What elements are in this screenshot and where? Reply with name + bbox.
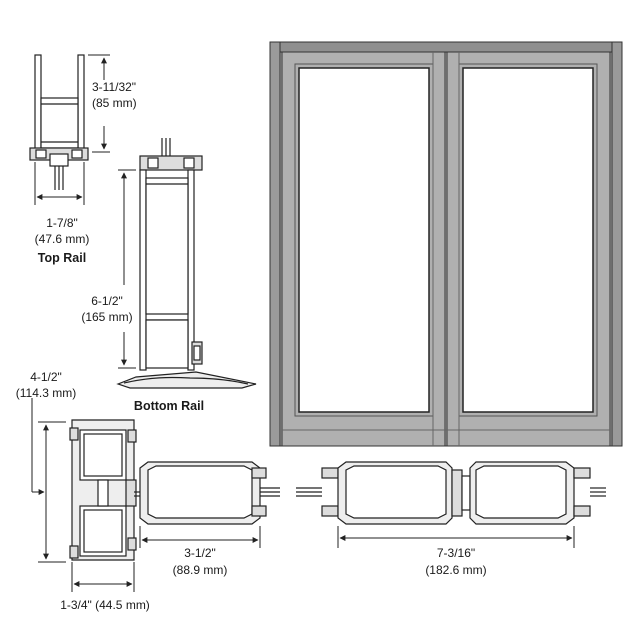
- left-glass-panel: [298, 67, 430, 413]
- stile-height-dimension: [31, 398, 66, 563]
- stile-width-dimension: [139, 526, 261, 548]
- stile-depth-label: 1-3/4" (44.5 mm): [60, 598, 150, 612]
- meeting-stiles-width-dimension: [337, 526, 575, 548]
- stile-height-in: 4-1/2": [30, 370, 62, 384]
- top-rail-section: [29, 54, 89, 190]
- meeting-stiles-width-mm: (182.6 mm): [425, 563, 487, 577]
- top-rail-height-mm: (85 mm): [92, 96, 137, 110]
- bottom-rail-caption: Bottom Rail: [133, 399, 205, 413]
- bottom-rail-height-in: 6-1/2": [91, 294, 123, 308]
- stile-height-mm: (114.3 mm): [15, 386, 77, 400]
- bottom-rail-height-mm: (165 mm): [81, 310, 133, 324]
- top-rail-width-dimension: [34, 162, 85, 205]
- double-door-elevation: [269, 41, 623, 447]
- stile-width-in: 3-1/2": [184, 546, 216, 560]
- stile-depth-dimension: [71, 562, 135, 592]
- top-rail-width-in: 1-7/8": [46, 216, 78, 230]
- bottom-rail-section: [116, 138, 257, 389]
- bottom-rail-height-dimension: [118, 169, 136, 369]
- stile-section: [69, 419, 280, 561]
- stile-width-mm: (88.9 mm): [172, 563, 228, 577]
- top-rail-height-in: 3-11/32": [92, 80, 137, 94]
- top-rail-width-mm: (47.6 mm): [34, 232, 90, 246]
- top-rail-height-dimension: [88, 54, 110, 153]
- meeting-stiles-width-in: 7-3/16": [436, 546, 476, 560]
- top-rail-caption: Top Rail: [37, 251, 87, 265]
- right-glass-panel: [462, 67, 594, 413]
- meeting-stiles-section: [296, 461, 606, 525]
